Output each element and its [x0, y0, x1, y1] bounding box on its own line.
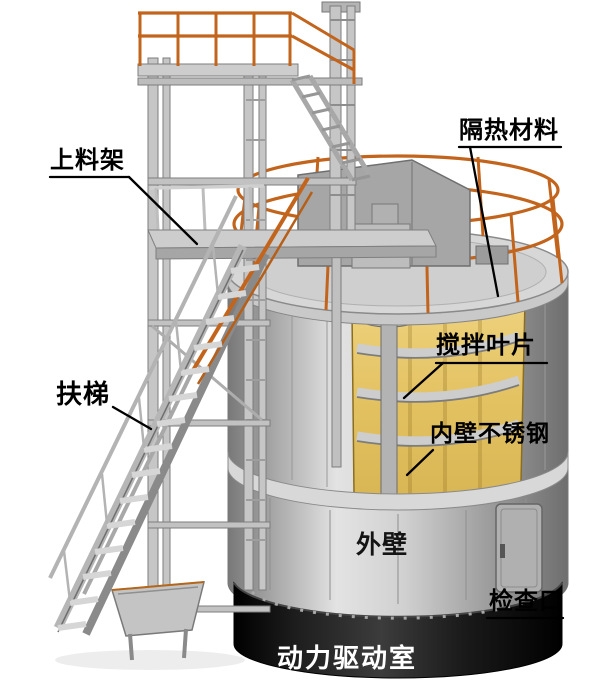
label-outer-wall: 外壁	[356, 531, 409, 559]
label-insulation: 隔热材料	[459, 117, 559, 144]
drive-base	[233, 581, 563, 679]
label-mixing-blades: 搅拌叶片	[436, 332, 536, 359]
platform-railing	[138, 11, 356, 84]
label-inspection-port: 检查口	[489, 588, 564, 615]
stiffener-ring	[227, 451, 569, 511]
leader-lines	[48, 145, 565, 620]
label-inner-wall: 内壁不锈钢	[430, 420, 550, 446]
discharge-hopper	[55, 581, 245, 670]
label-loading-rack: 上料架	[50, 147, 125, 174]
lower-skirt	[269, 498, 527, 604]
walkway	[147, 184, 437, 260]
upper-ladder	[289, 74, 373, 182]
label-ladder: 扶梯	[56, 379, 111, 409]
inspection-door	[495, 503, 543, 593]
staircase	[48, 176, 314, 636]
label-drive-room: 动力驱动室	[277, 643, 418, 673]
